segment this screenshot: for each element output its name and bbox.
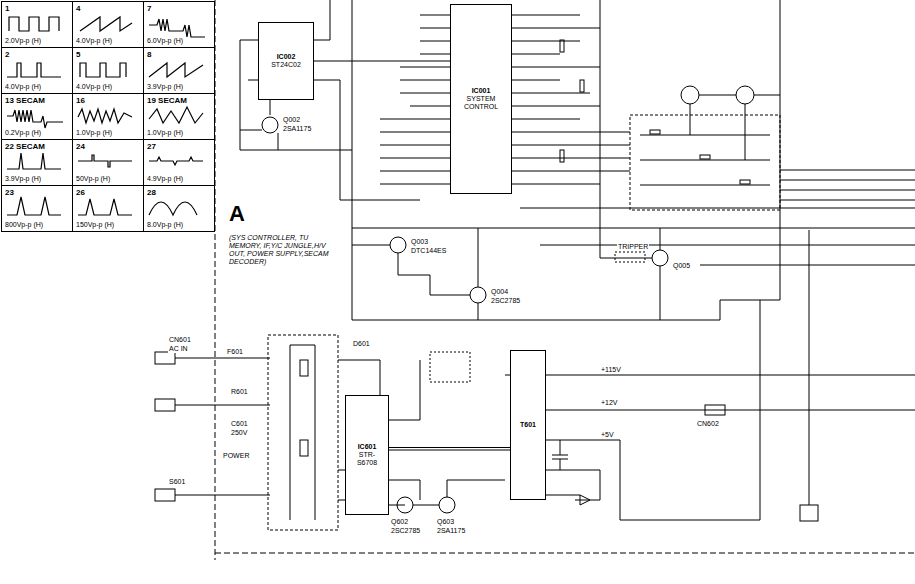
waveform-number: 13 SECAM [5, 96, 69, 105]
waveform-cell: 19 SECAM 1.0Vp-p (H) [143, 93, 215, 140]
part-label: Q603 [436, 518, 455, 526]
waveform-cell: 23 800Vp-p (H) [1, 185, 73, 232]
waveform-cell: 26 150Vp-p (H) [72, 185, 144, 232]
transformer-box: T601 [510, 350, 546, 500]
waveform-cell: 1 2.0Vp-p (H) [1, 1, 73, 48]
waveform-amplitude: 3.9Vp-p (H) [147, 83, 211, 91]
ic-box: IC601STR-S6708 [345, 395, 389, 515]
part-label: S601 [168, 478, 186, 486]
part-name: SYSTEM CONTROL [454, 95, 508, 111]
waveform-number: 8 [147, 50, 211, 59]
waveform-amplitude: 4.0Vp-p (H) [76, 83, 140, 91]
waveform-number: 16 [76, 96, 140, 105]
waveform-amplitude: 800Vp-p (H) [5, 221, 69, 229]
waveform-amplitude: 4.9Vp-p (H) [147, 175, 211, 183]
waveform-amplitude: 4.0Vp-p (H) [76, 37, 140, 45]
part-label: Q004 [490, 288, 509, 296]
waveform-number: 4 [76, 4, 140, 13]
ic-box: IC002ST24C02 [258, 22, 314, 100]
part-label: 2SA1175 [436, 527, 466, 535]
waveform-cell: 27 4.9Vp-p (H) [143, 139, 215, 186]
part-label: Q602 [390, 518, 409, 526]
waveform-cell: 16 1.0Vp-p (H) [72, 93, 144, 140]
part-label: 250V [230, 429, 248, 437]
waveform-cell: 24 50Vp-p (H) [72, 139, 144, 186]
waveform-number: 19 SECAM [147, 96, 211, 105]
waveform-number: 22 SECAM [5, 142, 69, 151]
part-reference: T601 [520, 421, 536, 429]
waveform-amplitude: 8.0Vp-p (H) [147, 221, 211, 229]
wire-connector [314, 61, 450, 62]
part-label: C601 [230, 420, 249, 428]
waveform-cell: 4 4.0Vp-p (H) [72, 1, 144, 48]
waveform-amplitude: 1.0Vp-p (H) [147, 129, 211, 137]
waveform-cell: 13 SECAM 0.2Vp-p (H) [1, 93, 73, 140]
part-label: DTC144ES [410, 247, 447, 255]
part-label: Q003 [410, 238, 429, 246]
block-letter: A [228, 203, 246, 225]
waveform-cell: 28 8.0Vp-p (H) [143, 185, 215, 232]
part-label: Q002 [282, 116, 301, 124]
part-label: R601 [230, 388, 249, 396]
part-label: AC IN [168, 345, 189, 353]
waveform-cell: 7 6.0Vp-p (H) [143, 1, 215, 48]
waveform-cell: 2 4.0Vp-p (H) [1, 47, 73, 94]
part-label: TRIPPER [617, 243, 649, 251]
part-label: 2SC2785 [390, 527, 421, 535]
waveform-amplitude: 6.0Vp-p (H) [147, 37, 211, 45]
part-name: ST24C02 [271, 61, 301, 69]
waveform-number: 1 [5, 4, 69, 13]
waveform-amplitude: 3.9Vp-p (H) [5, 175, 69, 183]
part-label: 2SA1175 [282, 125, 312, 133]
waveform-number: 26 [76, 188, 140, 197]
waveform-number: 28 [147, 188, 211, 197]
waveform-number: 5 [76, 50, 140, 59]
ic-box: IC001SYSTEM CONTROL [450, 4, 512, 194]
part-label: +12V [600, 399, 619, 407]
waveform-number: 23 [5, 188, 69, 197]
part-label: CN601 [168, 336, 192, 344]
block-note: (SYS CONTROLLER, TU MEMORY, IF,Y/C JUNGL… [228, 234, 342, 266]
part-label: +115V [600, 366, 622, 374]
waveform-amplitude: 150Vp-p (H) [76, 221, 140, 229]
part-label: +5V [600, 431, 615, 439]
waveform-amplitude: 50Vp-p (H) [76, 175, 140, 183]
part-reference: IC001 [472, 87, 491, 95]
part-label: Q005 [672, 262, 691, 270]
part-label: 2SC2785 [490, 297, 521, 305]
waveform-number: 27 [147, 142, 211, 151]
part-reference: IC002 [277, 53, 296, 61]
part-label: POWER [222, 452, 250, 460]
part-label: D601 [352, 340, 371, 348]
waveform-amplitude: 1.0Vp-p (H) [76, 129, 140, 137]
wire-connector [389, 447, 510, 448]
waveform-amplitude: 4.0Vp-p (H) [5, 83, 69, 91]
waveform-number: 2 [5, 50, 69, 59]
waveform-cell: 22 SECAM 3.9Vp-p (H) [1, 139, 73, 186]
part-reference: IC601 [358, 443, 377, 451]
part-label: CN602 [696, 420, 720, 428]
part-name: STR-S6708 [349, 451, 385, 467]
part-label: F601 [226, 348, 244, 356]
waveform-number: 24 [76, 142, 140, 151]
waveform-cell: 8 3.9Vp-p (H) [143, 47, 215, 94]
waveform-amplitude: 0.2Vp-p (H) [5, 129, 69, 137]
waveform-amplitude: 2.0Vp-p (H) [5, 37, 69, 45]
waveform-number: 7 [147, 4, 211, 13]
waveform-cell: 5 4.0Vp-p (H) [72, 47, 144, 94]
